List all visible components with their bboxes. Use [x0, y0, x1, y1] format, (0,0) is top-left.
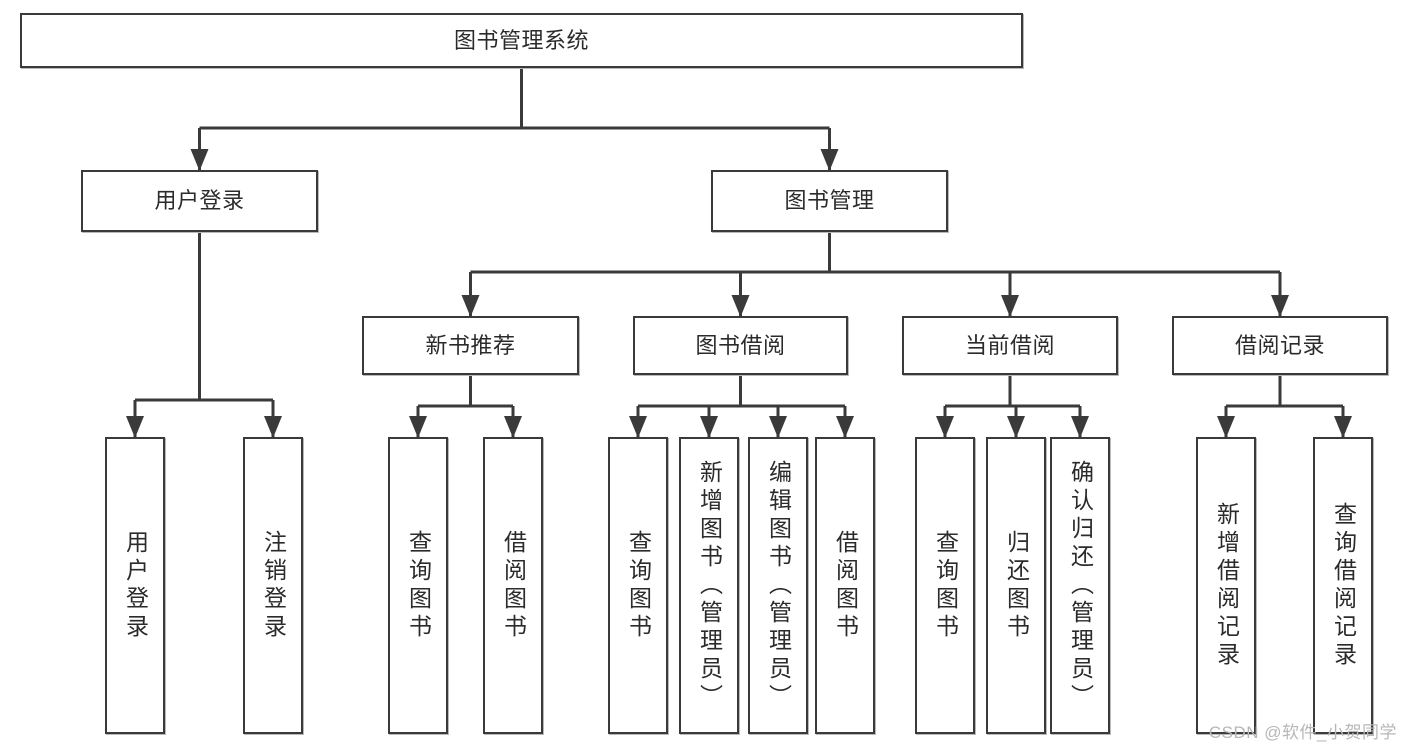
arrowhead-newbook-to-leaf-nb-borrow	[504, 416, 522, 438]
node-label-newbook: 新书推荐	[425, 332, 516, 358]
node-leaf-bk-edit[interactable]: 编辑图书（管理员）	[748, 437, 808, 734]
node-leaf-nb-borrow[interactable]: 借阅图书	[483, 437, 543, 734]
arrowhead-root-to-login	[190, 149, 209, 171]
node-label-leaf-rec-query: 查询借阅记录	[1330, 501, 1357, 670]
arrowhead-current-to-leaf-cur-confirm	[1071, 416, 1089, 438]
node-label-leaf-rec-add: 新增借阅记录	[1213, 501, 1240, 670]
node-leaf-bk-borrow[interactable]: 借阅图书	[815, 437, 875, 734]
arrowhead-current-to-leaf-cur-query	[936, 416, 954, 438]
node-label-leaf-user-login: 用户登录	[122, 529, 149, 642]
arrowhead-records-to-leaf-rec-query	[1334, 416, 1352, 438]
node-label-leaf-bk-add: 新增图书（管理员）	[696, 459, 723, 712]
arrowhead-borrow-to-leaf-bk-edit	[769, 416, 787, 438]
arrowhead-login-to-leaf-user-logout	[264, 416, 282, 438]
node-borrow[interactable]: 图书借阅	[633, 316, 848, 375]
node-leaf-cur-query[interactable]: 查询图书	[915, 437, 975, 734]
node-leaf-cur-return[interactable]: 归还图书	[986, 437, 1046, 734]
node-label-current: 当前借阅	[964, 332, 1055, 358]
node-leaf-user-login[interactable]: 用户登录	[105, 437, 165, 734]
node-label-borrow: 图书借阅	[695, 332, 786, 358]
node-label-leaf-cur-return: 归还图书	[1003, 529, 1030, 642]
node-label-leaf-bk-borrow: 借阅图书	[832, 529, 859, 642]
node-records[interactable]: 借阅记录	[1172, 316, 1388, 375]
arrowhead-borrow-to-leaf-bk-borrow	[836, 416, 854, 438]
node-label-leaf-bk-edit: 编辑图书（管理员）	[765, 459, 792, 712]
node-label-login: 用户登录	[154, 188, 245, 214]
node-label-records: 借阅记录	[1234, 332, 1325, 358]
arrowhead-current-to-leaf-cur-return	[1007, 416, 1025, 438]
arrowhead-root-to-bookmgmt	[820, 149, 839, 171]
node-label-leaf-nb-borrow: 借阅图书	[500, 529, 527, 642]
node-leaf-user-logout[interactable]: 注销登录	[243, 437, 303, 734]
node-label-leaf-bk-query: 查询图书	[625, 529, 652, 642]
arrowhead-bookmgmt-to-borrow	[731, 295, 750, 317]
node-current[interactable]: 当前借阅	[902, 316, 1118, 375]
arrowhead-borrow-to-leaf-bk-query	[629, 416, 647, 438]
node-label-root: 图书管理系统	[453, 27, 589, 53]
node-leaf-bk-query[interactable]: 查询图书	[608, 437, 668, 734]
node-root[interactable]: 图书管理系统	[20, 13, 1023, 68]
node-label-leaf-nb-query: 查询图书	[405, 529, 432, 642]
arrowhead-newbook-to-leaf-nb-query	[409, 416, 427, 438]
node-leaf-nb-query[interactable]: 查询图书	[388, 437, 448, 734]
node-label-leaf-cur-query: 查询图书	[932, 529, 959, 642]
node-label-leaf-cur-confirm: 确认归还（管理员）	[1067, 459, 1094, 712]
arrowhead-bookmgmt-to-records	[1271, 295, 1289, 317]
arrowhead-bookmgmt-to-newbook	[461, 295, 480, 317]
arrowhead-borrow-to-leaf-bk-add	[700, 416, 718, 438]
node-label-leaf-user-logout: 注销登录	[260, 529, 287, 642]
node-label-bookmgmt: 图书管理	[784, 188, 875, 214]
node-leaf-cur-confirm[interactable]: 确认归还（管理员）	[1050, 437, 1110, 734]
arrowhead-records-to-leaf-rec-add	[1217, 416, 1235, 438]
node-login[interactable]: 用户登录	[81, 170, 318, 232]
csdn-watermark: CSDN @软件_小贺同学	[1208, 723, 1397, 742]
node-leaf-bk-add[interactable]: 新增图书（管理员）	[679, 437, 739, 734]
arrowhead-login-to-leaf-user-login	[126, 416, 144, 438]
node-newbook[interactable]: 新书推荐	[362, 316, 579, 375]
node-leaf-rec-add[interactable]: 新增借阅记录	[1196, 437, 1256, 734]
arrowhead-bookmgmt-to-current	[1001, 295, 1019, 317]
node-bookmgmt[interactable]: 图书管理	[711, 170, 948, 232]
node-leaf-rec-query[interactable]: 查询借阅记录	[1313, 437, 1373, 734]
